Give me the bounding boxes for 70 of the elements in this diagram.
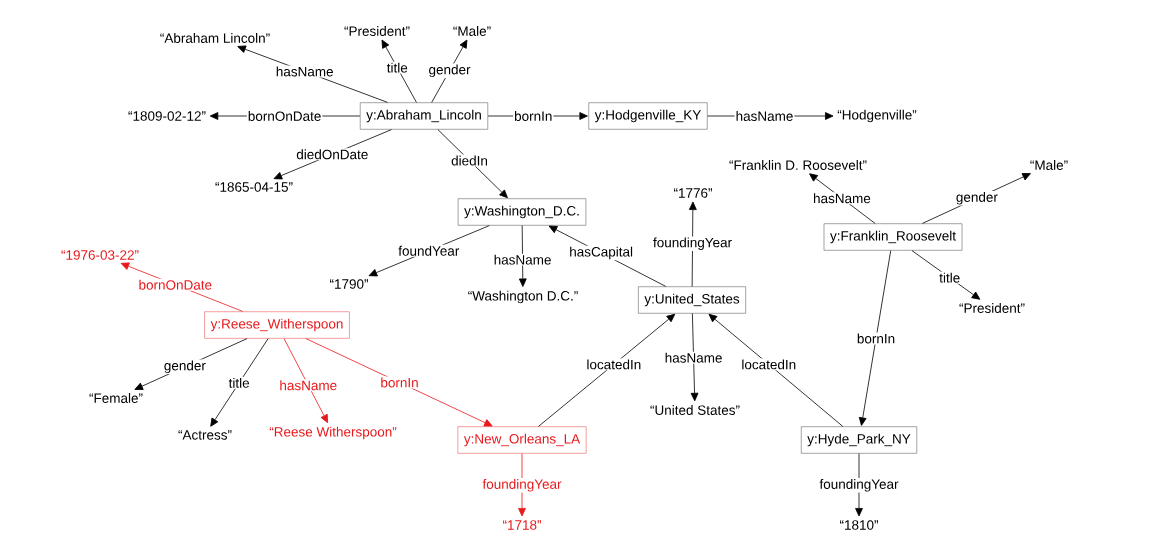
arrow [237,45,388,103]
arrow [690,313,699,402]
literal-text: “Male” [1030,160,1068,170]
literal-text: “United States” [650,405,740,415]
literal-text: “Franklin D. Roosevelt” [729,160,867,170]
entity-box: y:New_Orleans_LA [457,426,587,454]
edge-label: hasName [734,110,795,122]
literal-text: “1809-02-12” [128,111,206,121]
entity-box: y:Hodgenville_KY [588,102,708,130]
arrow [437,129,508,199]
edge-label: hasName [278,379,339,392]
entity-box: y:United_States [638,286,746,314]
edge-label: bornIn [855,332,897,345]
literal-text: “Abraham Lincoln” [160,33,270,43]
edge-label: hasName [663,351,724,364]
arrow [708,313,844,427]
literal-text: “Washington D.C.” [468,290,578,304]
arrow [858,250,892,426]
literal-text: “President” [959,303,1025,313]
edge-label: hasName [492,253,553,266]
arrow [809,173,876,224]
arrow [688,201,697,287]
edge-label: diedIn [450,154,489,167]
arrow [538,313,676,427]
entity-box: y:Hyde_Park_NY [800,426,918,454]
edge-label: gender [954,191,999,206]
edge-label: gender [162,359,207,375]
arrow [855,453,863,517]
arrow [210,338,269,427]
literal-text: “1776” [674,188,712,198]
literal-text: “Male” [453,26,491,36]
edge-label: bornIn [513,110,554,122]
edge-label: bornIn [379,376,420,389]
edge-label: title [938,271,962,284]
edge-label: hasName [274,65,335,78]
edge-label: foundingYear [818,478,900,493]
entity-box: y:Reese_Witherspoon [204,311,350,339]
literal-text: “President” [344,26,410,36]
arrow [305,338,493,427]
entity-box: y:Abraham_Lincoln [359,102,489,130]
edge-label: locatedIn [740,358,798,371]
literal-text: “1976-03-22” [61,250,139,260]
arrow [381,39,417,103]
edge-label: hasName [812,192,872,205]
arrow [518,453,526,517]
entity-box: y:Franklin_Roosevelt [823,223,963,251]
edge-label: diedOnDate [295,148,370,161]
edge-label: foundYear [397,244,461,257]
literal-text: “Female” [89,393,143,403]
edge-label: title [227,376,251,389]
edge-label: foundingYear [481,478,563,493]
entity-box: y:Washington_D.C. [457,198,587,226]
edge-label: bornOnDate [246,110,323,122]
edge-label: gender [427,63,472,79]
literal-text: “1810” [840,520,878,530]
arrow [283,338,329,424]
literal-text: “1790” [330,279,368,289]
literal-text: “1718” [503,520,541,530]
edge-label: hasCapital [568,245,634,261]
edge-label: locatedIn [585,358,643,371]
edge-label: title [385,61,409,74]
literal-text: “1865-04-15” [215,182,293,192]
arrow [431,39,468,103]
literal-text: “Actress” [178,430,232,440]
edge-label: foundingYear [652,236,734,251]
edge-label: bornOnDate [137,278,214,291]
literal-text: “Hodgenville” [837,109,917,123]
arrow [518,225,527,287]
literal-text: “Reese Witherspoon” [269,426,397,440]
arrow [911,250,981,300]
